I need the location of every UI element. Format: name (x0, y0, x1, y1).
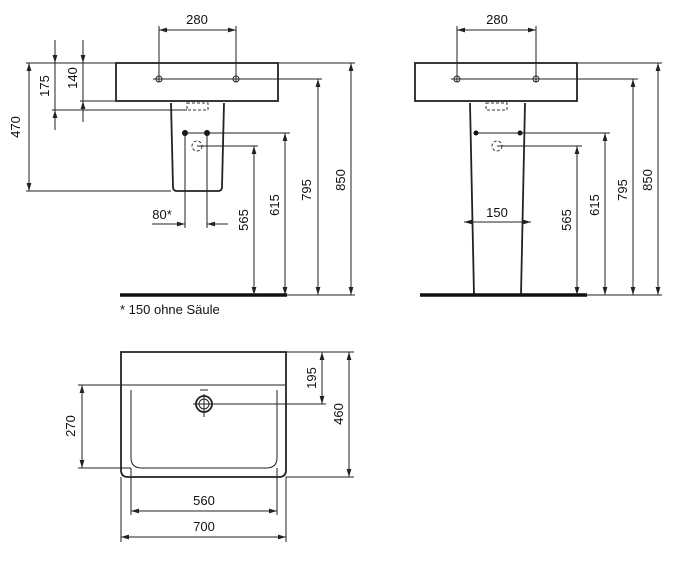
dim-label-140: 140 (65, 67, 80, 89)
semi-pedestal (170, 102, 225, 192)
dim-label-850: 850 (640, 169, 655, 191)
dim-label-195: 195 (304, 367, 319, 389)
dim-label-460: 460 (331, 403, 346, 425)
dim-label-150: 150 (486, 205, 508, 220)
trap-outline (485, 102, 508, 111)
top-view: 195 460 270 560 700 (63, 351, 354, 542)
dim-label-280: 280 (486, 12, 508, 27)
basin-top-outline (120, 351, 287, 478)
dim-label-850: 850 (333, 169, 348, 191)
full-pedestal (469, 102, 526, 296)
dim-label-795: 795 (299, 179, 314, 201)
dim-label-80: 80* (152, 207, 172, 222)
dim-label-565: 565 (236, 209, 251, 231)
bowl-outline (130, 390, 278, 469)
dim-label-175: 175 (37, 75, 52, 97)
footnote: * 150 ohne Säule (120, 302, 220, 317)
trap-outline (186, 102, 209, 111)
dim-label-615: 615 (267, 194, 282, 216)
dim-label-560: 560 (193, 493, 215, 508)
basin-side-outline (115, 62, 279, 102)
dim-label-795: 795 (615, 179, 630, 201)
dim-label-565: 565 (559, 209, 574, 231)
dim-label-700: 700 (193, 519, 215, 534)
dim-label-615: 615 (587, 194, 602, 216)
dim-label-470: 470 (8, 116, 23, 138)
basin-side-outline (414, 62, 578, 102)
pedestal-view: 280 150 565 615 795 850 (414, 12, 662, 297)
wall-hung-view: 280 80* 470 175 140 565 615 795 850 (8, 12, 355, 317)
dim-label-280: 280 (186, 12, 208, 27)
tap-hole-marks (153, 26, 322, 83)
dim-label-270: 270 (63, 415, 78, 437)
